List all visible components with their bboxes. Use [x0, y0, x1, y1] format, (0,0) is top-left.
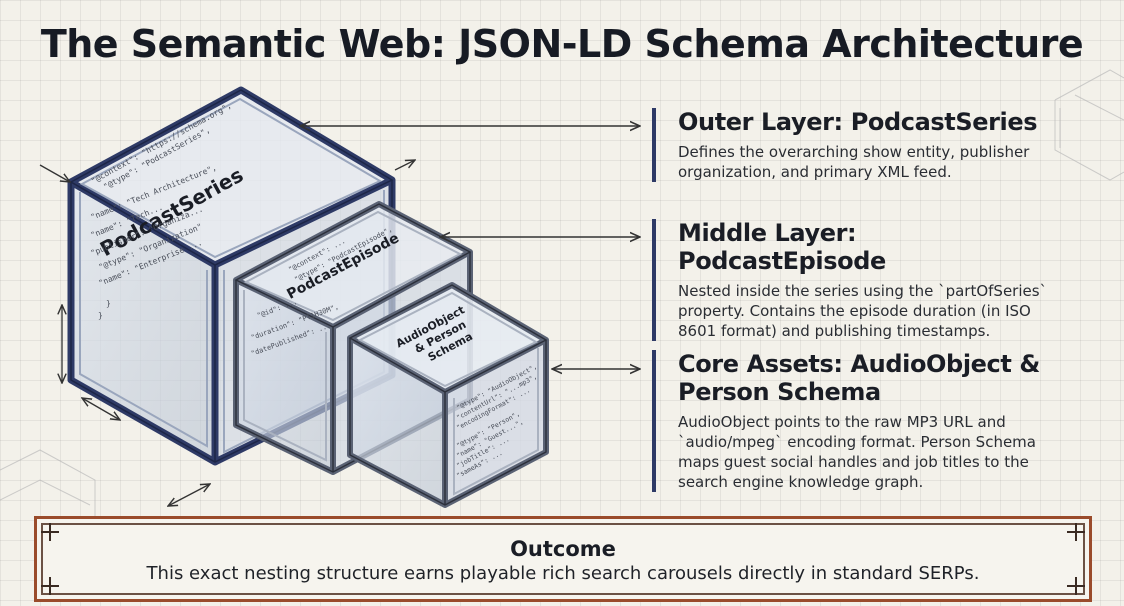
- outer-code-line-9: }: [98, 311, 103, 320]
- dimension-arrow-top-right: [394, 160, 415, 171]
- outcome-title: Outcome: [510, 537, 616, 561]
- corner-cross-icon: [41, 523, 59, 541]
- background-wireframe-right: [1054, 69, 1124, 181]
- outcome-body: This exact nesting structure earns playa…: [146, 563, 980, 584]
- middle-front-face: [236, 280, 333, 472]
- outer-code-line-8: }: [106, 299, 111, 308]
- outer-front-face: [71, 182, 215, 462]
- layer-middle-body: Nested inside the series using the `part…: [678, 282, 1048, 340]
- background-wireframe-left: [0, 449, 96, 520]
- layer-middle: Middle Layer: PodcastEpisode Nested insi…: [652, 219, 1063, 341]
- dimension-arrow-diagonal: [39, 164, 70, 182]
- layer-outer-body: Defines the overarching show entity, pub…: [678, 143, 1030, 181]
- dimension-arrow-bottom: [168, 484, 210, 506]
- layer-outer-title: Outer Layer: PodcastSeries: [678, 108, 1038, 136]
- page-title: The Semantic Web: JSON-LD Schema Archite…: [40, 22, 1084, 66]
- dimension-arrows: [39, 160, 415, 506]
- connector-arrows: [300, 126, 640, 369]
- outcome-panel: Outcome This exact nesting structure ear…: [34, 516, 1092, 602]
- dimension-arrow-bottom-left: [82, 398, 120, 420]
- layer-core-title: Core Assets: AudioObject & Person Schema: [678, 350, 1040, 406]
- middle-top-face: [236, 204, 470, 327]
- layer-middle-title: Middle Layer: PodcastEpisode: [678, 219, 886, 275]
- layer-outer: Outer Layer: PodcastSeries Defines the o…: [652, 108, 1058, 182]
- corner-cross-icon: [1067, 523, 1085, 541]
- layer-core: Core Assets: AudioObject & Person Schema…: [652, 350, 1063, 492]
- cube-audioobject-person: AudioObject & Person Schema "@type": "Au…: [347, 282, 549, 508]
- corner-cross-icon: [41, 577, 59, 595]
- corner-cross-icon: [1067, 577, 1085, 595]
- layer-core-body: AudioObject points to the raw MP3 URL an…: [678, 413, 1036, 491]
